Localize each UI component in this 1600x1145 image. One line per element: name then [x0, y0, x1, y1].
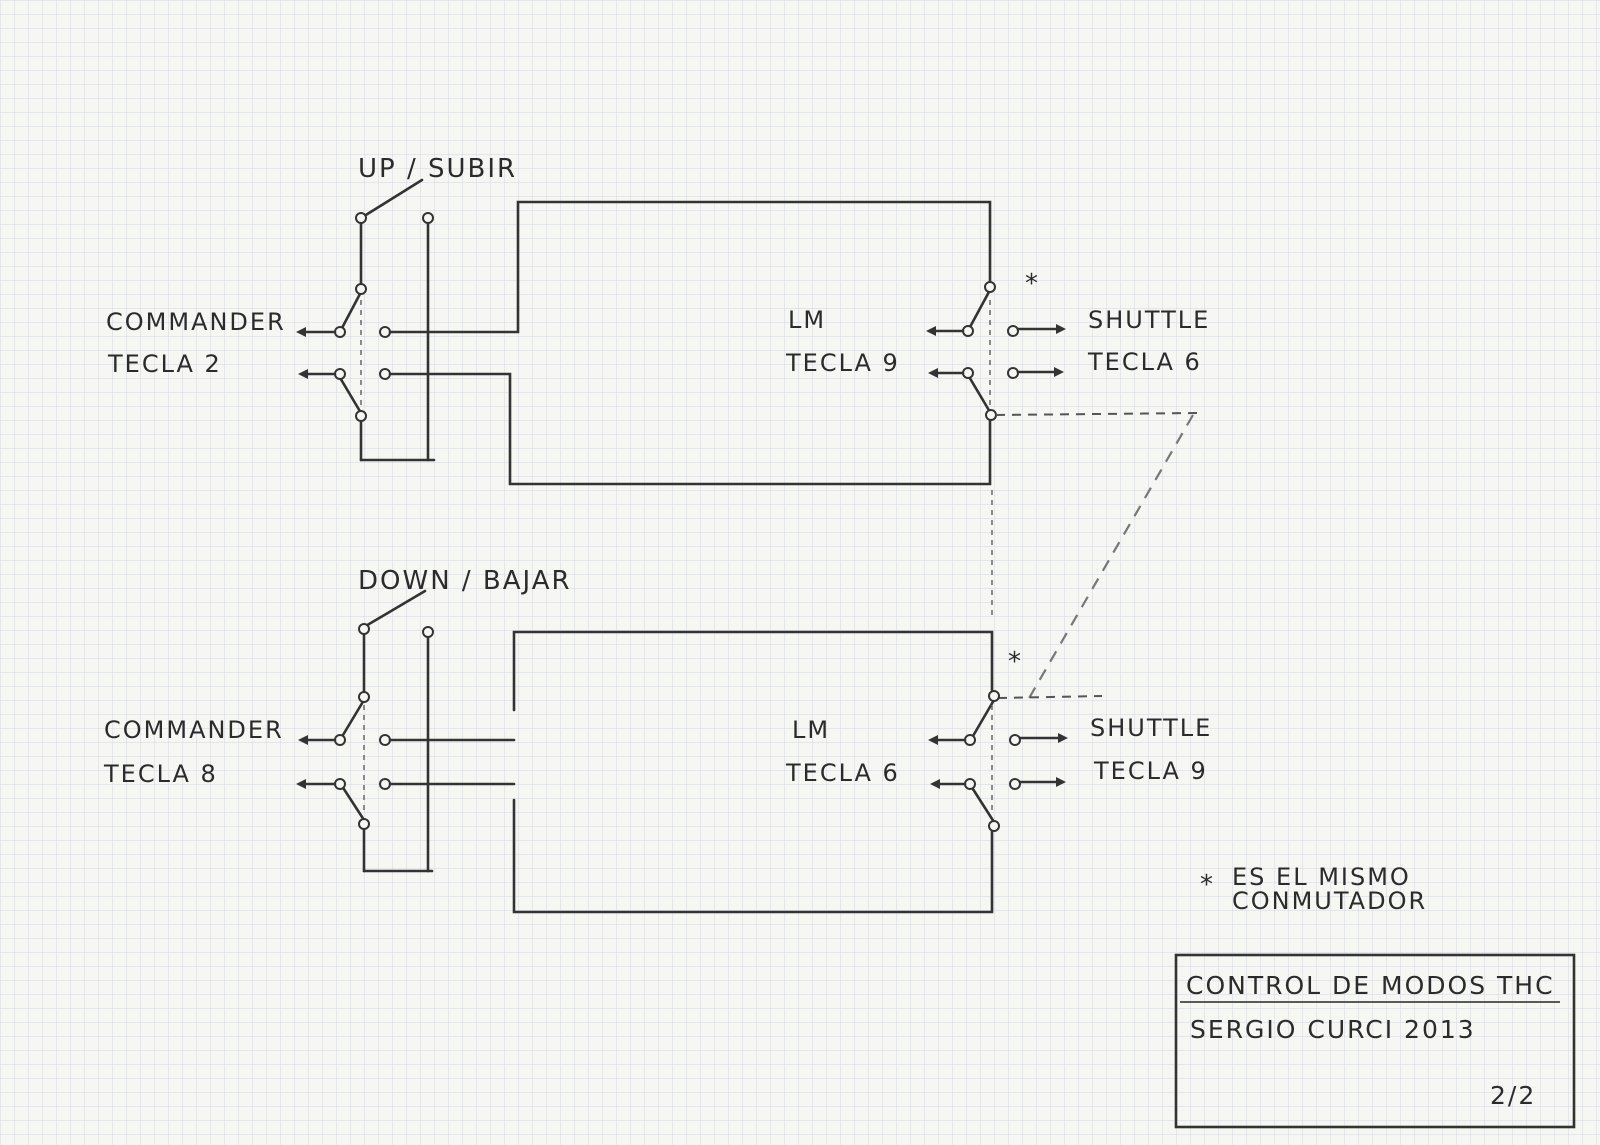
top-lm-label: LM [788, 306, 826, 334]
top-asterisk: * [1025, 269, 1040, 299]
top-left-terminal [379, 368, 391, 380]
title-block-frame [1174, 953, 1576, 1129]
top-tecla9-label: TECLA 9 [785, 349, 900, 377]
mechanical-link-dashed [995, 412, 1201, 416]
bottom-right-terminal [988, 690, 1000, 702]
top-circuit: UP / SUBIR COMMANDER TECLA 2 * [106, 154, 1210, 615]
top-left-terminal [422, 212, 434, 224]
top-loop-wire [388, 372, 992, 486]
top-left-switch-lever [359, 178, 424, 220]
bottom-left-terminal [358, 691, 370, 703]
bottom-tecla8-label: TECLA 8 [103, 760, 218, 788]
drawing-title: CONTROL DE MODOS THC [1186, 971, 1555, 1000]
top-left-terminal [355, 410, 367, 422]
top-left-terminal [334, 368, 346, 380]
bottom-right-terminal [1009, 778, 1021, 790]
bottom-circuit: DOWN / BAJAR COMMANDER TECLA 8 * [103, 566, 1212, 914]
bottom-left-terminal [358, 623, 370, 635]
drawing-author: SERGIO CURCI 2013 [1190, 1015, 1476, 1044]
bottom-lm-label: LM [792, 716, 830, 744]
bottom-right-terminal [1009, 734, 1021, 746]
bottom-left-terminal [334, 778, 346, 790]
bottom-shuttle-label: SHUTTLE [1090, 714, 1212, 742]
bottom-asterisk: * [1008, 647, 1023, 677]
bottom-right-terminal [964, 778, 976, 790]
top-tecla2-label: TECLA 2 [107, 350, 222, 378]
sheet-number: 2/2 [1490, 1081, 1536, 1110]
top-switch-label: UP / SUBIR [358, 154, 517, 184]
bottom-tecla6-label: TECLA 6 [785, 759, 900, 787]
bottom-right-terminal [988, 820, 1000, 832]
top-left-terminal [379, 326, 391, 338]
top-tecla6-label: TECLA 6 [1087, 348, 1202, 376]
bottom-switch-label: DOWN / BAJAR [358, 566, 572, 596]
top-right-terminal [984, 281, 996, 293]
top-commander-label: COMMANDER [106, 308, 286, 336]
note-asterisk: * [1200, 870, 1215, 900]
note: * ES EL MISMO CONMUTADOR [1200, 863, 1427, 915]
title-block: CONTROL DE MODOS THC SERGIO CURCI 2013 2… [1174, 953, 1576, 1129]
bottom-tecla9-label: TECLA 9 [1093, 757, 1208, 785]
top-right-terminal [962, 325, 974, 337]
bottom-left-terminal [379, 778, 391, 790]
top-loop-wire [388, 200, 992, 334]
top-right-terminal [985, 409, 997, 421]
bottom-loop-wire [512, 630, 994, 712]
gang-link-dashed [1027, 414, 1194, 701]
bottom-link-dashed [997, 695, 1103, 699]
bottom-left-terminal [422, 626, 434, 638]
bottom-left-terminal [379, 734, 391, 746]
top-shuttle-label: SHUTTLE [1088, 306, 1210, 334]
top-right-terminal [962, 367, 974, 379]
bottom-loop-wire [512, 798, 994, 914]
note-line-2: CONMUTADOR [1232, 887, 1427, 915]
top-left-terminal [355, 283, 367, 295]
top-left-terminal [355, 212, 367, 224]
bottom-left-terminal [358, 818, 370, 830]
note-line-1: ES EL MISMO [1232, 863, 1411, 891]
top-right-terminal [1007, 367, 1019, 379]
bottom-left-switch-lever [362, 589, 427, 629]
bottom-commander-label: COMMANDER [104, 716, 284, 744]
bottom-right-terminal [964, 734, 976, 746]
top-left-terminal [334, 326, 346, 338]
top-right-terminal [1007, 325, 1019, 337]
bottom-left-terminal [334, 734, 346, 746]
